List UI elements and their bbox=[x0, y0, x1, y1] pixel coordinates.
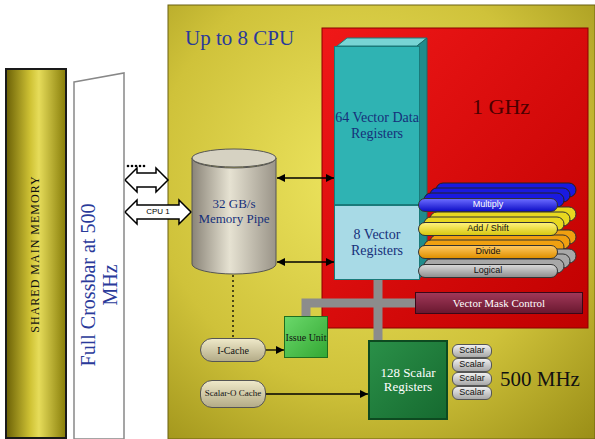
arrow-head bbox=[277, 258, 285, 266]
bus-bar bbox=[306, 303, 415, 316]
dot bbox=[135, 165, 138, 168]
node-label: Vector Mask Control bbox=[453, 297, 545, 309]
connector bbox=[277, 174, 334, 182]
signal-line bbox=[277, 261, 334, 262]
connector bbox=[378, 280, 379, 340]
vector-ground bbox=[322, 28, 588, 328]
node-label: 32 GB/s Memory Pipe bbox=[191, 197, 277, 226]
node-label: Issue Unit bbox=[286, 332, 327, 343]
connector bbox=[306, 303, 415, 316]
dot bbox=[127, 165, 130, 168]
node-label: 1 GHz bbox=[472, 95, 530, 119]
pipe-cylinder: Logical bbox=[418, 264, 558, 278]
arrow-head bbox=[326, 174, 334, 182]
node-label: 500 MHz bbox=[500, 368, 580, 391]
dot bbox=[139, 165, 142, 168]
cylinder-body bbox=[192, 158, 276, 274]
node-label: Logical bbox=[474, 266, 503, 276]
bus-arrow bbox=[125, 200, 191, 224]
crossbar-band: Full Crossbar at 500 MHz bbox=[73, 72, 125, 439]
connector bbox=[125, 168, 168, 192]
mask-bar: Vector Mask Control bbox=[415, 292, 583, 314]
node-label: Scalar bbox=[459, 374, 485, 384]
cylinder-top bbox=[192, 149, 276, 167]
vector-unit: 1 GHz 64 Vector Data Registers 8 Vector Re… bbox=[322, 28, 588, 328]
scalar-pipe: Scalar bbox=[452, 372, 492, 386]
connector bbox=[266, 390, 368, 398]
arrow-head bbox=[326, 258, 334, 266]
pipe-cylinder: Add / Shift bbox=[418, 222, 558, 236]
cpu-chip: Up to 8 CPU 500 MHz 1 GHz 64 Vector Data Re… bbox=[168, 5, 595, 439]
memory-bank: SHARED MAIN MEMORY bbox=[5, 68, 67, 439]
node-label: SHARED MAIN MEMORY bbox=[29, 89, 42, 419]
register-box: 8 Vector Registers bbox=[334, 205, 420, 280]
label-holder: 500 MHz bbox=[500, 368, 580, 391]
dotted-line bbox=[232, 275, 233, 338]
node-label: 8 Vector Registers bbox=[335, 227, 419, 258]
edge-label: CPU 1 bbox=[145, 208, 171, 217]
node-label: Scalar bbox=[459, 346, 485, 356]
node-label: Scalar bbox=[459, 360, 485, 370]
connector bbox=[233, 275, 234, 338]
connector bbox=[266, 346, 284, 354]
node-label: Full Crossbar at 500 MHz bbox=[77, 190, 121, 380]
memory-pipe: 32 GB/s Memory Pipe bbox=[191, 148, 277, 275]
node-label: Divide bbox=[475, 247, 500, 257]
scalar-pipe: Scalar bbox=[452, 358, 492, 372]
cache-cylinder: I-Cache bbox=[200, 338, 266, 362]
arrow-head bbox=[276, 346, 284, 354]
label-holder: Up to 8 CPU bbox=[185, 27, 294, 50]
bus-bar bbox=[374, 280, 383, 340]
chip-ground bbox=[168, 5, 595, 439]
signal-line bbox=[277, 177, 334, 178]
node-label: Scalar bbox=[459, 388, 485, 398]
label-holder: 1 GHz bbox=[472, 95, 530, 119]
arrow-head bbox=[277, 174, 285, 182]
pipe-cylinder: Divide bbox=[418, 245, 558, 259]
node-label: Multiply bbox=[473, 200, 504, 210]
node-label: Up to 8 CPU bbox=[185, 27, 294, 50]
node-label: 64 Vector Data Registers bbox=[335, 110, 419, 141]
dot bbox=[143, 165, 146, 168]
signal-line bbox=[266, 393, 368, 394]
register-top-face bbox=[337, 38, 427, 46]
connector bbox=[277, 258, 334, 266]
connector bbox=[125, 200, 191, 224]
register-box: 64 Vector Data Registers bbox=[334, 46, 420, 205]
scalar-pipe: Scalar bbox=[452, 344, 492, 358]
node-label: Add / Shift bbox=[467, 224, 509, 234]
pipe-cylinder: Multiply bbox=[418, 198, 558, 212]
dot bbox=[131, 165, 134, 168]
arrow-head bbox=[360, 390, 368, 398]
bus-arrow bbox=[125, 168, 168, 192]
node-label: 128 Scalar Registers bbox=[370, 366, 446, 395]
band-face bbox=[74, 73, 124, 439]
more-cpus-dots bbox=[127, 165, 146, 168]
node-label: I-Cache bbox=[217, 345, 249, 356]
node-label: Scalar-O Cache bbox=[205, 389, 262, 399]
scalar-pipe: Scalar bbox=[452, 386, 492, 400]
issue-unit: Issue Unit bbox=[284, 316, 328, 358]
cache-cylinder: Scalar-O Cache bbox=[200, 380, 266, 408]
register-box: 128 Scalar Registers bbox=[368, 340, 448, 420]
